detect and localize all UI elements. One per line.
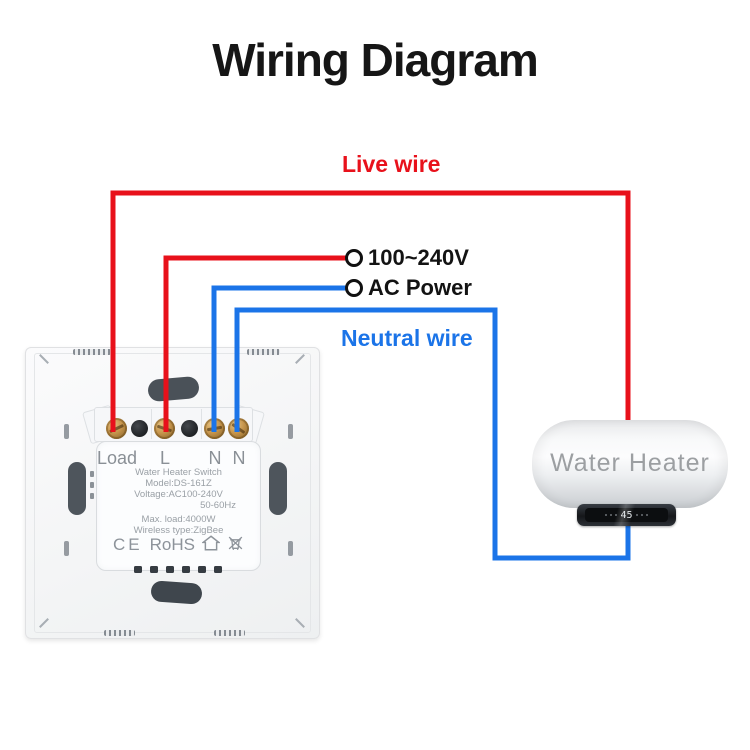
vent-dot <box>90 493 94 499</box>
terminal-hole <box>181 420 198 437</box>
ce-mark: CE <box>113 535 143 554</box>
terminal-seam <box>151 409 152 439</box>
top-screw-slot <box>247 349 280 355</box>
live-wire-label: Live wire <box>342 151 441 177</box>
smart-switch-back-plate: Load L N N Water Heater Switch Model:DS-… <box>25 347 320 639</box>
terminal-label-load: Load <box>96 448 138 468</box>
ac-power-label: AC Power <box>368 275 472 300</box>
certification-row: CE RoHS <box>97 534 260 556</box>
vent-slot-row <box>134 566 222 573</box>
neutral-wire-label: Neutral wire <box>341 325 473 351</box>
spec-line: Voltage:AC100-240V <box>134 489 223 500</box>
side-slot <box>64 424 69 439</box>
spec-line: 50-60Hz <box>200 500 236 511</box>
terminal-seam <box>201 409 202 439</box>
supply-terminal-dot-neutral <box>345 279 363 297</box>
side-slot <box>288 424 293 439</box>
bottom-screw-slot <box>214 630 245 636</box>
crossed-bin-icon <box>227 535 244 556</box>
spec-line: Water Heater Switch <box>135 467 222 478</box>
heater-control-panel: 45 <box>577 504 676 526</box>
spec-line: Max. load:4000W <box>141 514 216 525</box>
neutral-wire-N-to-heater <box>234 307 631 561</box>
left-side-cutout <box>68 462 86 515</box>
terminal-label-N2: N <box>232 448 246 468</box>
bottom-screw-slot <box>104 630 135 636</box>
vent-dot <box>90 471 94 477</box>
house-icon <box>200 534 221 556</box>
spec-line: Model:DS-161Z <box>145 478 212 489</box>
heater-display: 45 <box>585 508 668 522</box>
spec-text-block: Water Heater Switch Model:DS-161Z Voltag… <box>105 467 252 536</box>
terminal-hole <box>131 420 148 437</box>
vent-dot <box>90 482 94 488</box>
live-wire-L-to-supply <box>163 255 347 432</box>
page-title: Wiring Diagram <box>212 34 539 86</box>
rohs-mark: RoHS <box>149 535 195 554</box>
water-heater-tank: Water Heater 45 <box>532 420 728 526</box>
switch-module-body: Load L N N Water Heater Switch Model:DS-… <box>96 441 261 573</box>
side-slot <box>288 541 293 556</box>
live-wire-load-to-heater <box>110 190 631 432</box>
panel-glare <box>577 504 676 526</box>
neutral-wire-N-to-supply <box>211 285 347 432</box>
temperature-readout: 45 <box>620 510 632 521</box>
terminal-label-N1: N <box>208 448 222 468</box>
side-slot <box>64 541 69 556</box>
voltage-label: 100~240V <box>368 245 469 270</box>
top-screw-slot <box>73 349 111 355</box>
right-side-cutout <box>269 462 287 515</box>
mounting-frame-outline <box>34 353 311 633</box>
terminal-label-L: L <box>159 448 170 468</box>
spec-line: Wireless type:ZigBee <box>133 525 224 536</box>
water-heater-label: Water Heater <box>550 449 710 477</box>
supply-terminal-dot-live <box>345 249 363 267</box>
